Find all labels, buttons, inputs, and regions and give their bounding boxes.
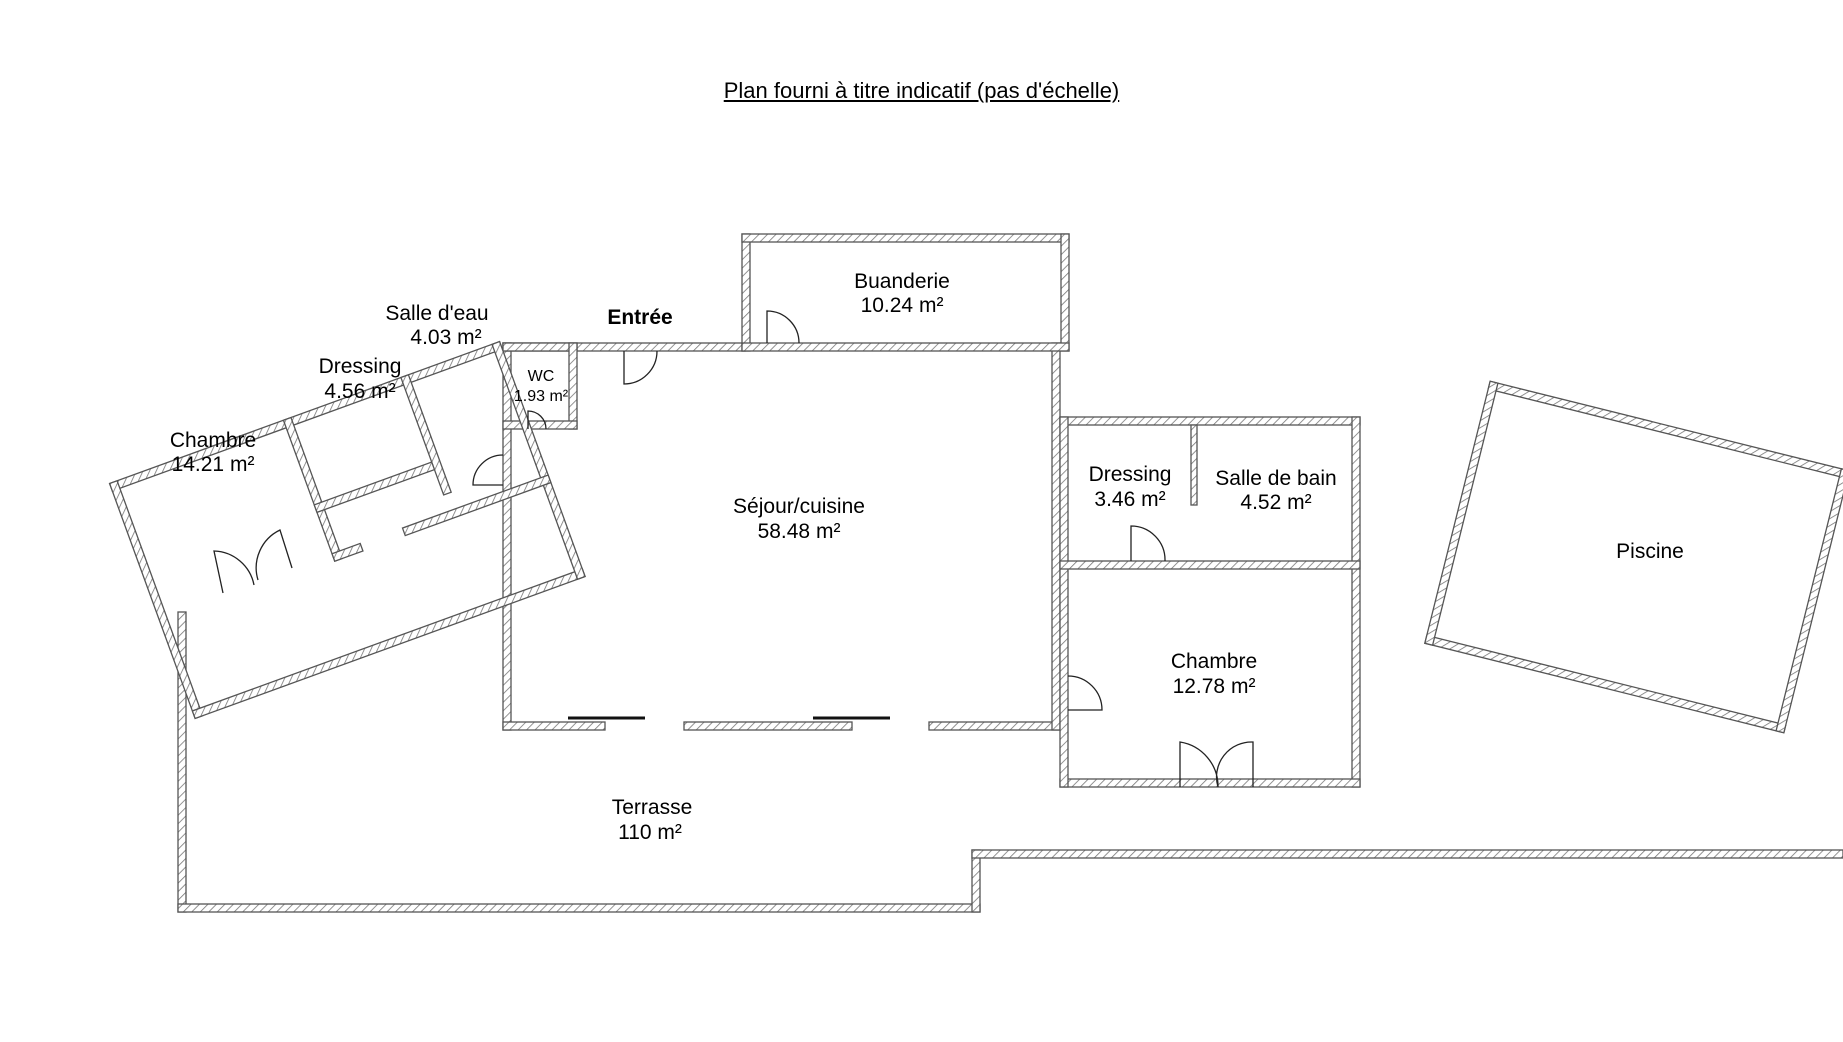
room-area-chambre-right: 12.78 m² bbox=[1173, 675, 1256, 698]
room-label-chambre-left: Chambre bbox=[170, 429, 256, 452]
left-wing-walls bbox=[108, 340, 586, 720]
door-chambre-left bbox=[472, 454, 504, 486]
room-area-salle-bain: 4.52 m² bbox=[1240, 491, 1311, 514]
room-area-sejour: 58.48 m² bbox=[758, 520, 841, 543]
door-entree bbox=[623, 350, 658, 385]
room-label-salle-bain: Salle de bain bbox=[1215, 467, 1336, 490]
plan-caption: Plan fourni à titre indicatif (pas d'éch… bbox=[723, 78, 1120, 103]
door-chambre-right bbox=[1067, 675, 1103, 711]
room-label-dressing-left: Dressing bbox=[319, 355, 402, 378]
room-label-chambre-right: Chambre bbox=[1171, 650, 1257, 673]
room-area-buanderie: 10.24 m² bbox=[861, 294, 944, 317]
right-block-walls bbox=[1059, 416, 1361, 788]
wc-walls bbox=[502, 342, 578, 430]
room-area-salle-eau: 4.03 m² bbox=[410, 326, 481, 349]
french-door-chambre-left bbox=[213, 529, 293, 594]
room-label-dressing-right: Dressing bbox=[1089, 463, 1172, 486]
terrasse-wall bbox=[177, 611, 1843, 913]
room-label-piscine: Piscine bbox=[1616, 540, 1684, 563]
room-area-dressing-left: 4.56 m² bbox=[324, 380, 395, 403]
room-label-sejour: Séjour/cuisine bbox=[733, 495, 865, 518]
room-label-buanderie: Buanderie bbox=[854, 270, 950, 293]
room-area-terrasse: 110 m² bbox=[618, 821, 682, 844]
room-label-terrasse: Terrasse bbox=[612, 796, 693, 819]
buanderie-walls bbox=[741, 233, 1070, 352]
room-label-entree: Entrée bbox=[607, 306, 672, 329]
room-area-chambre-left: 14.21 m² bbox=[172, 453, 255, 476]
door-wc bbox=[527, 410, 547, 430]
room-label-wc: WC bbox=[528, 368, 555, 385]
room-area-dressing-right: 3.46 m² bbox=[1094, 488, 1165, 511]
piscine-wall bbox=[1424, 380, 1843, 734]
door-buanderie bbox=[766, 310, 800, 344]
french-door-chambre-right bbox=[1179, 741, 1254, 788]
room-area-wc: 1.93 m² bbox=[514, 388, 569, 405]
door-dressing-right bbox=[1130, 525, 1166, 562]
room-label-salle-eau: Salle d'eau bbox=[385, 302, 488, 325]
